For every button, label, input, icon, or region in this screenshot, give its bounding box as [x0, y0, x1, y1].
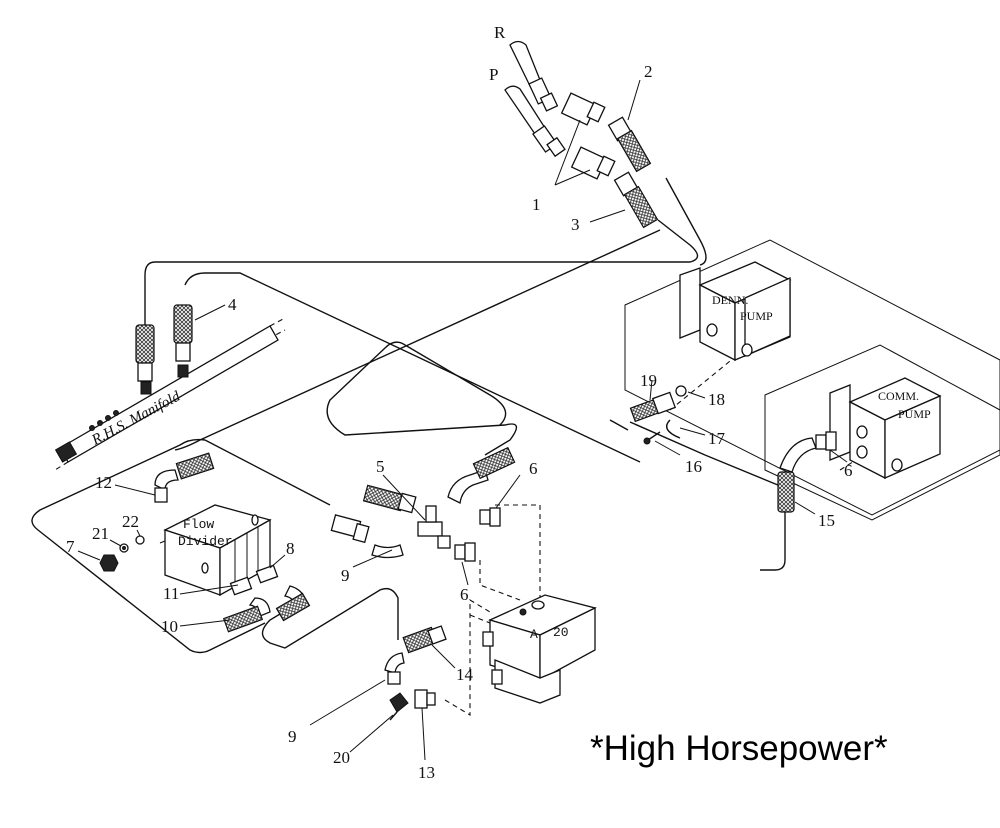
- rhs-manifold: [54, 317, 286, 471]
- diagram-title: *High Horsepower*: [590, 729, 888, 768]
- label-denn-pump: PUMP: [740, 309, 773, 323]
- callout-21: 21: [92, 524, 109, 543]
- label-r: R: [494, 23, 506, 42]
- p-hose-end: [504, 85, 566, 158]
- callout-16: 16: [685, 457, 702, 476]
- callout-8: 8: [286, 539, 295, 558]
- callout-5: 5: [376, 457, 385, 476]
- hose-lines: [31, 177, 791, 654]
- central-fittings: [330, 446, 521, 586]
- callout-6c: 6: [844, 461, 853, 480]
- callout-10: 10: [161, 617, 178, 636]
- label-divider: Divider: [178, 534, 233, 549]
- callout-11: 11: [163, 584, 179, 603]
- callout-6b: 6: [460, 585, 469, 604]
- fittings-16-19: [629, 379, 706, 456]
- callout-18: 18: [708, 390, 725, 409]
- label-flow: Flow: [183, 517, 214, 532]
- label-comm-pump: PUMP: [898, 407, 931, 421]
- callout-2: 2: [644, 62, 653, 81]
- callout-13: 13: [418, 763, 435, 782]
- label-denn: DENN.: [712, 293, 748, 307]
- flow-divider: [114, 452, 311, 633]
- callout-9a: 9: [341, 566, 350, 585]
- hose-end-2: [607, 116, 652, 173]
- label-manifold: R.H.S. Manifold: [88, 388, 183, 449]
- coupler-lower: [570, 146, 616, 180]
- label-valve-20: 20: [553, 625, 569, 640]
- callout-12: 12: [95, 473, 112, 492]
- hose-ends-4: [135, 304, 226, 382]
- callout-22: 22: [122, 512, 139, 531]
- lower-fittings: [309, 625, 456, 761]
- callout-numbers: 1 2 3 4 5 6 6 6 7 8 9 9 10 11 12 13 14 1…: [66, 62, 853, 782]
- coupler-upper: [560, 92, 606, 126]
- callout-1: 1: [532, 195, 541, 214]
- callout-9b: 9: [288, 727, 297, 746]
- callout-17: 17: [708, 429, 726, 448]
- callout-15: 15: [818, 511, 835, 530]
- callout-3: 3: [571, 215, 580, 234]
- callout-20: 20: [333, 748, 350, 767]
- callout-14: 14: [456, 665, 474, 684]
- callout-4: 4: [228, 295, 237, 314]
- label-comm: COMM.: [878, 389, 919, 403]
- callout-7: 7: [66, 537, 75, 556]
- label-valve-a: A: [530, 627, 538, 642]
- hose-15: [777, 431, 848, 515]
- valve-block: [482, 594, 597, 704]
- pump-enclosures: [624, 239, 1000, 521]
- small-parts-7-21-22: [77, 529, 145, 572]
- hose-end-3: [613, 171, 659, 229]
- r-hose-end: [509, 40, 559, 112]
- callout-19: 19: [640, 371, 657, 390]
- callout-6a: 6: [529, 459, 538, 478]
- label-p: P: [489, 65, 498, 84]
- comm-pump: [829, 377, 942, 480]
- rp-connectors: [504, 40, 659, 229]
- denn-pump: [679, 261, 792, 362]
